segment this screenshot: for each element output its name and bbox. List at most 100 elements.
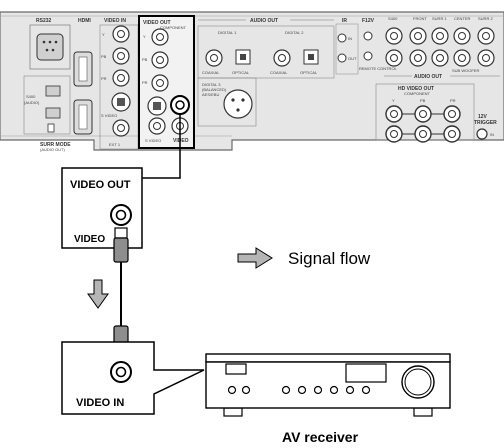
- hd-y-label: Y: [392, 98, 395, 103]
- remote-control-label: REMOTE CONTROL: [359, 66, 398, 71]
- video-in-callout-title: VIDEO IN: [76, 397, 124, 409]
- receiver-button-2: [297, 385, 307, 395]
- f12v-jack-2[interactable]: [363, 51, 373, 61]
- analog-audio-out-label: AUDIO OUT: [414, 74, 442, 80]
- hd-pr-label: PR: [450, 98, 456, 103]
- video-in-composite-jack[interactable]: [112, 119, 130, 137]
- video-out-composite-label: VIDEO: [173, 138, 189, 144]
- video-out-pr-jack[interactable]: [151, 74, 169, 92]
- rs232-port-group: RS232: [29, 18, 71, 70]
- trigger-jack[interactable]: [476, 128, 488, 140]
- ir-out-label: OUT: [348, 56, 357, 61]
- s400-group: S400 (AUDIO) SURR MODE (AUDIO OUT): [23, 75, 71, 152]
- video-in-group-label: VIDEO IN: [104, 18, 126, 24]
- video-in-pb-jack[interactable]: [112, 47, 130, 65]
- video-in-y-jack[interactable]: [112, 25, 130, 43]
- ir-label: IR: [342, 18, 347, 24]
- video-out-pb-label: PB: [142, 57, 148, 62]
- video-out-y-jack[interactable]: [151, 28, 169, 46]
- surr-mode-switch[interactable]: [47, 123, 55, 133]
- sub-woofer-label: SUB WOOFER: [452, 68, 479, 73]
- ir-group: IR IN OUT F12V REMOTE CONTROL: [335, 18, 398, 75]
- video-out-callout-title: VIDEO OUT: [70, 179, 131, 191]
- surr-1-label: SURR 1: [432, 16, 447, 21]
- signal-flow-right-arrow-icon: [237, 247, 273, 269]
- receiver-button-3: [313, 385, 323, 395]
- digital-3-label: DIGITAL 3: [202, 82, 221, 87]
- digital-3-balanced-label: (BALANCED): [202, 87, 227, 92]
- receiver-button-6: [361, 385, 371, 395]
- trigger-in-label: IN: [490, 132, 494, 137]
- xlr-digital-3-jack[interactable]: [223, 89, 253, 119]
- video-in-pr-label: PR: [101, 76, 107, 81]
- digital-1-coaxial-jack[interactable]: [205, 49, 223, 67]
- video-out-callout-jack-icon: [110, 204, 132, 226]
- video-in-svideo-label: S VIDEO: [101, 113, 117, 118]
- analog-s400-label: S400: [388, 16, 398, 21]
- f12v-jack-1[interactable]: [363, 31, 373, 41]
- video-out-svideo-label: S VIDEO: [145, 138, 161, 143]
- hd-video-out-group: HD VIDEO OUT COMPONENT Y PB PR: [375, 83, 475, 143]
- s400-port-2[interactable]: [45, 107, 61, 119]
- audio-out-group-label: AUDIO OUT: [250, 18, 278, 24]
- digital-1-optical-label: OPTICAL: [232, 70, 250, 75]
- video-out-callout-jack-label: VIDEO: [74, 234, 105, 245]
- video-out-leader-line: [132, 114, 181, 179]
- video-out-pr-label: PR: [142, 80, 148, 85]
- digital-2-label: DIGITAL 2: [285, 30, 304, 35]
- digital-3-aes-label: AES/EBU: [202, 92, 219, 97]
- s400-port-1[interactable]: [45, 85, 61, 97]
- hd-component-label: COMPONENT: [404, 91, 431, 96]
- receiver-button-4: [329, 385, 339, 395]
- digital-2-optical-label: OPTICAL: [300, 70, 318, 75]
- video-in-pb-label: PB: [101, 54, 107, 59]
- center-label: CENTER: [454, 16, 471, 21]
- trigger-label: TRIGGER: [474, 120, 497, 126]
- rs232-port[interactable]: [36, 33, 64, 61]
- trigger-12v-label: 12V: [478, 114, 488, 120]
- hdmi-label: HDMI: [78, 18, 91, 24]
- hd-video-out-label: HD VIDEO OUT: [398, 86, 434, 92]
- ir-in-jack[interactable]: [337, 33, 347, 43]
- receiver-button-5: [345, 385, 355, 395]
- digital-1-label: DIGITAL 1: [218, 30, 237, 35]
- analog-audio-out-group: S400 FRONT SURR 1 CENTER SURR 2 SUB WOOF…: [384, 16, 500, 80]
- video-out-group-label: VIDEO OUT: [143, 20, 171, 26]
- signal-flow-legend: Signal flow: [237, 247, 371, 269]
- receiver-volume-knob: [401, 365, 435, 399]
- digital-2-coaxial-jack[interactable]: [273, 49, 291, 67]
- video-out-callout: VIDEO OUT VIDEO: [61, 167, 143, 249]
- ir-out-jack[interactable]: [337, 53, 347, 63]
- video-out-group: VIDEO OUT COMPONENT Y PB PR S VIDEO VIDE…: [138, 15, 195, 149]
- video-out-pb-jack[interactable]: [151, 51, 169, 69]
- video-in-y-label: Y: [102, 32, 105, 37]
- hd-pb-label: PB: [420, 98, 426, 103]
- front-label: FRONT: [413, 16, 427, 21]
- video-cable: [113, 227, 129, 361]
- f12v-label: F12V: [362, 18, 375, 24]
- receiver-display: [345, 363, 387, 383]
- surr-mode-label: SURR MODE: [40, 142, 71, 148]
- s400-label: S400: [26, 94, 36, 99]
- av-receiver-label: AV receiver: [282, 429, 359, 445]
- receiver-button-1: [281, 385, 291, 395]
- trigger-group: 12V TRIGGER IN: [474, 114, 497, 140]
- signal-flow-down-arrow: [87, 279, 109, 309]
- receiver-power-switch: [225, 363, 247, 375]
- video-in-pr-jack[interactable]: [112, 69, 130, 87]
- hdmi-group: HDMI: [73, 18, 93, 135]
- rear-panel: RS232 S400 (AUDIO) SURR MODE (AUDIO OUT)…: [0, 11, 504, 152]
- video-in-group: VIDEO IN Y PB PR S VIDEO EXT 1: [99, 18, 139, 150]
- ir-in-label: IN: [348, 36, 352, 41]
- ext-1-label: EXT 1: [109, 142, 121, 147]
- video-in-callout: VIDEO IN: [61, 341, 205, 415]
- video-in-callout-jack-icon: [110, 361, 132, 383]
- digital-1-coaxial-label: COAXIAL: [202, 70, 220, 75]
- video-out-composite-jack[interactable]: [170, 95, 190, 115]
- rs232-label: RS232: [36, 18, 52, 24]
- audio-paren-label: (AUDIO): [24, 100, 40, 105]
- signal-flow-label: Signal flow: [288, 249, 371, 268]
- video-out-y-label: Y: [143, 34, 146, 39]
- av-receiver: AV receiver: [205, 353, 451, 445]
